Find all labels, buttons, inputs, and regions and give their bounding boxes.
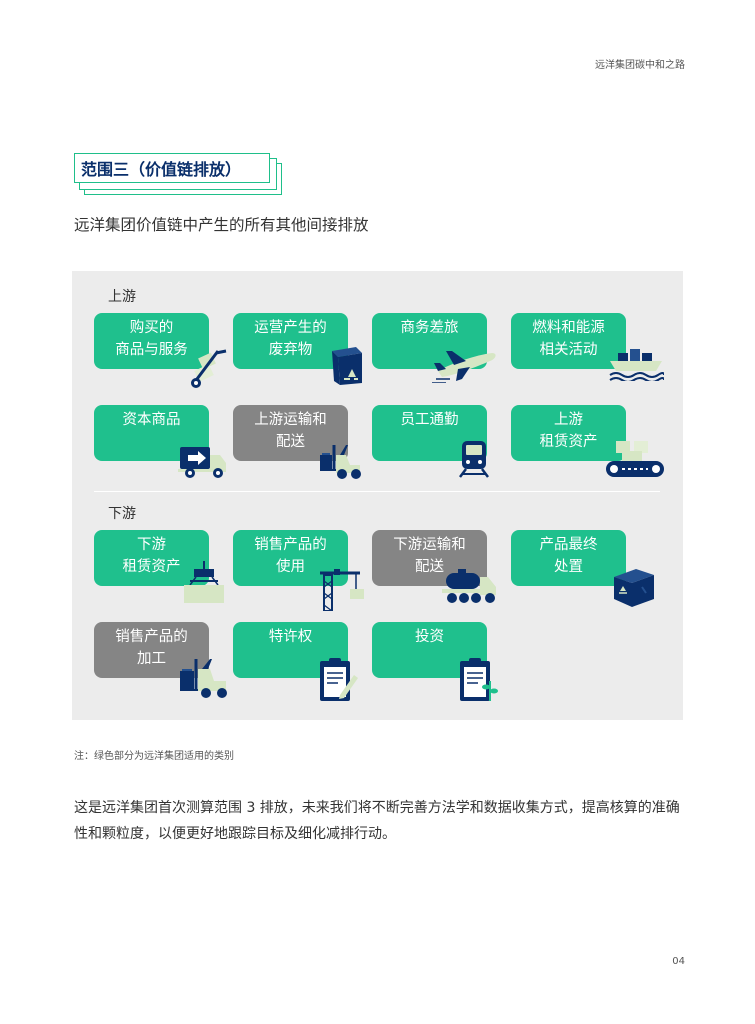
forklift-icon xyxy=(180,659,227,698)
ship-icon xyxy=(609,349,664,381)
clipboard-plant-icon xyxy=(460,658,498,701)
scope-badge-title: 范围三（价值链排放） xyxy=(81,160,242,179)
category-downstream-leased-assets: 下游 租赁资产 xyxy=(94,530,209,586)
recycle-box-icon xyxy=(614,569,654,607)
footnote: 注：绿色部分为远洋集团适用的类别 xyxy=(74,751,234,762)
value-chain-panel: 上游 购买的 商品与服务 运营产生的 废弃物 商务差旅 燃料和能源 相关活动 资… xyxy=(72,271,683,720)
conveyor-icon xyxy=(606,441,664,477)
train-icon xyxy=(459,441,489,478)
category-fuel-energy: 燃料和能源 相关活动 xyxy=(511,313,626,369)
category-purchased-goods: 购买的 商品与服务 xyxy=(94,313,209,369)
category-upstream-transport: 上游运输和 配送 xyxy=(233,405,348,461)
category-processing-of-sold-products: 销售产品的 加工 xyxy=(94,622,209,678)
category-end-of-life: 产品最终 处置 xyxy=(511,530,626,586)
hand-truck-icon xyxy=(191,349,227,388)
category-upstream-leased-assets: 上游 租赁资产 xyxy=(511,405,626,461)
recycle-bin-icon xyxy=(332,347,362,385)
category-waste: 运营产生的 废弃物 xyxy=(233,313,348,369)
downstream-label: 下游 xyxy=(108,506,136,522)
clipboard-pen-icon xyxy=(320,658,358,701)
forklift-icon xyxy=(320,445,361,479)
scope-three-badge: 范围三（价值链排放） xyxy=(74,153,282,195)
document-header-title: 远洋集团碳中和之路 xyxy=(595,60,685,71)
body-paragraph: 这是远洋集团首次测算范围 3 排放，未来我们将不断完善方法学和数据收集方式，提高… xyxy=(74,800,680,842)
upstream-label: 上游 xyxy=(108,289,136,305)
scope-subtitle: 远洋集团价值链中产生的所有其他间接排放 xyxy=(74,216,369,234)
page-number: 04 xyxy=(672,956,685,967)
airplane-icon xyxy=(432,351,496,383)
category-use-of-sold-products: 销售产品的 使用 xyxy=(233,530,348,586)
tanker-truck-icon xyxy=(442,569,496,603)
lifted-container-icon xyxy=(184,561,224,603)
delivery-truck-icon xyxy=(178,447,226,478)
crane-icon xyxy=(320,569,364,611)
section-divider xyxy=(94,491,660,492)
